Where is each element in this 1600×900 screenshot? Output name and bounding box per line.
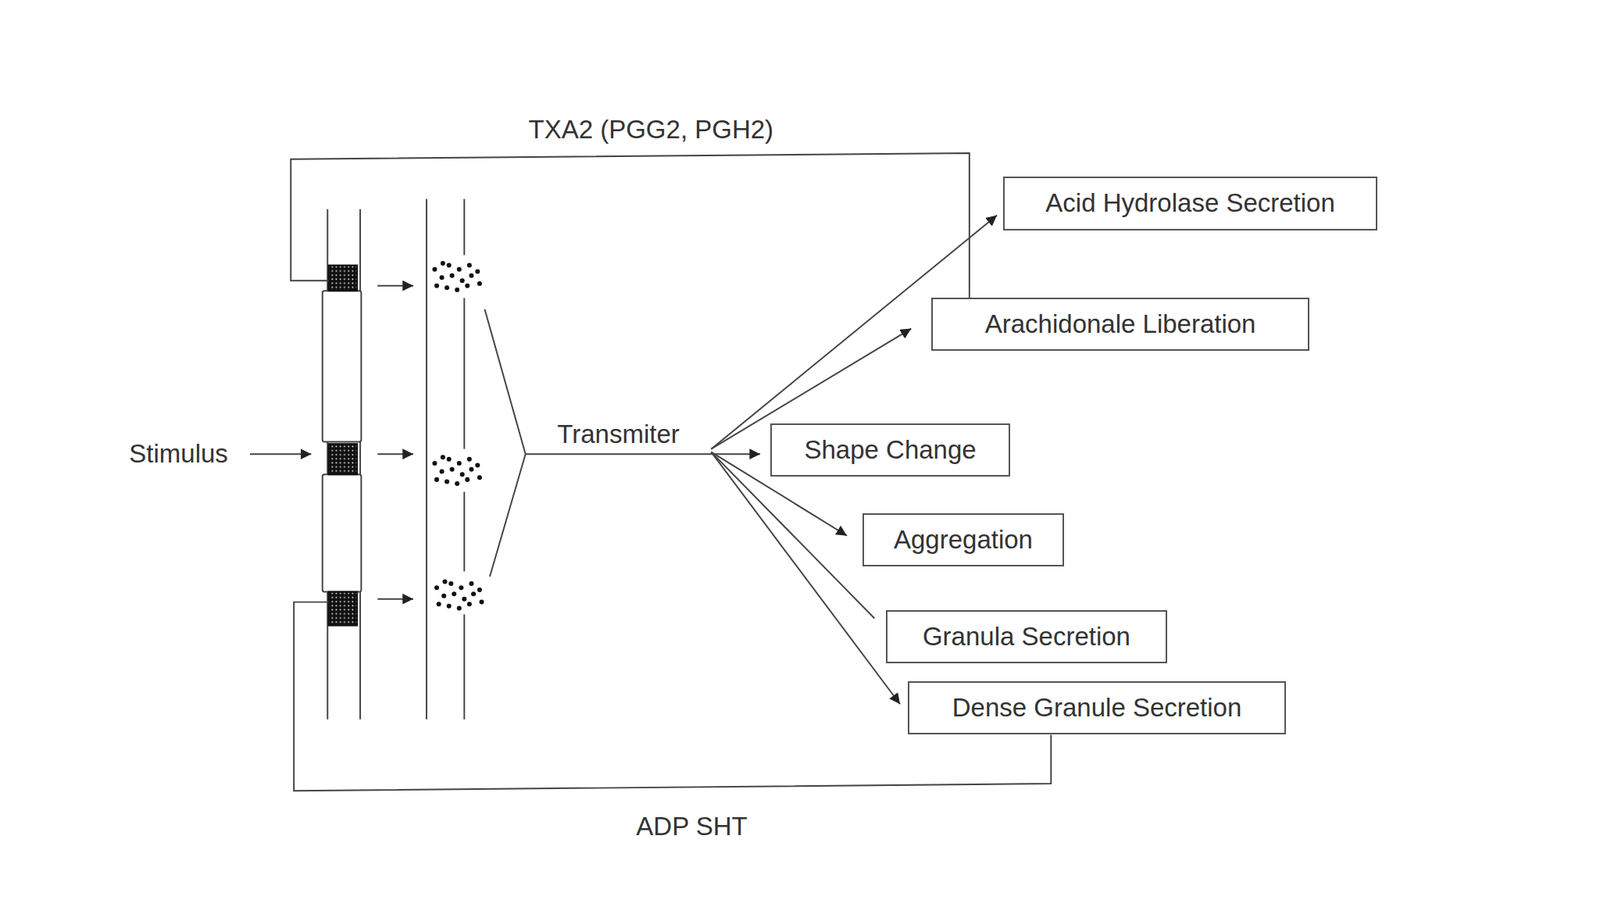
inner-membrane-line	[463, 614, 465, 720]
signal-arrow	[377, 285, 414, 287]
process-box: Aggregation	[862, 513, 1065, 567]
granule-dots	[434, 578, 484, 611]
receptor-symbol	[328, 592, 358, 626]
box-text: Shape Change	[803, 435, 976, 465]
process-box: Shape Change	[770, 423, 1011, 477]
diagram-label: TXA2 (PGG2, PGH2)	[528, 114, 775, 145]
process-box: Arachidonale Liberation	[931, 297, 1309, 351]
inner-membrane-line	[463, 492, 465, 572]
diagram-label: ADP SHT	[635, 811, 747, 842]
receptor-symbol	[328, 265, 358, 292]
process-box: Granula Secretion	[885, 610, 1168, 664]
process-box: Acid Hydrolase Secretion	[1003, 176, 1378, 231]
granule-dots	[432, 260, 482, 293]
converging-line	[484, 309, 525, 577]
box-text: Dense Granule Secretion	[952, 693, 1243, 722]
inner-membrane-line	[425, 199, 428, 720]
signal-arrow	[377, 598, 414, 600]
inner-membrane-line	[463, 199, 465, 256]
process-box: Dense Granule Secretion	[907, 681, 1286, 735]
box-text: Arachidonale Liberation	[985, 310, 1257, 339]
box-text: Aggregation	[893, 525, 1033, 554]
fan-line	[710, 452, 875, 619]
transmitter-arrow	[525, 453, 761, 455]
diagram-label: Transmiter	[557, 419, 679, 450]
signal-arrow	[377, 453, 414, 455]
diagram-label: Stimulus	[128, 439, 229, 469]
membrane-line	[359, 209, 361, 720]
membrane-segment	[322, 290, 362, 442]
receptor-symbol	[328, 443, 358, 475]
feedback-bracket	[290, 153, 970, 298]
membrane-segment	[322, 474, 362, 592]
box-text: Granula Secretion	[922, 622, 1131, 651]
stimulus-arrow	[250, 453, 311, 455]
granule-dots	[432, 454, 482, 486]
box-text: Acid Hydrolase Secretion	[1045, 189, 1336, 218]
fan-arrow	[710, 452, 900, 705]
inner-membrane-line	[463, 297, 465, 449]
